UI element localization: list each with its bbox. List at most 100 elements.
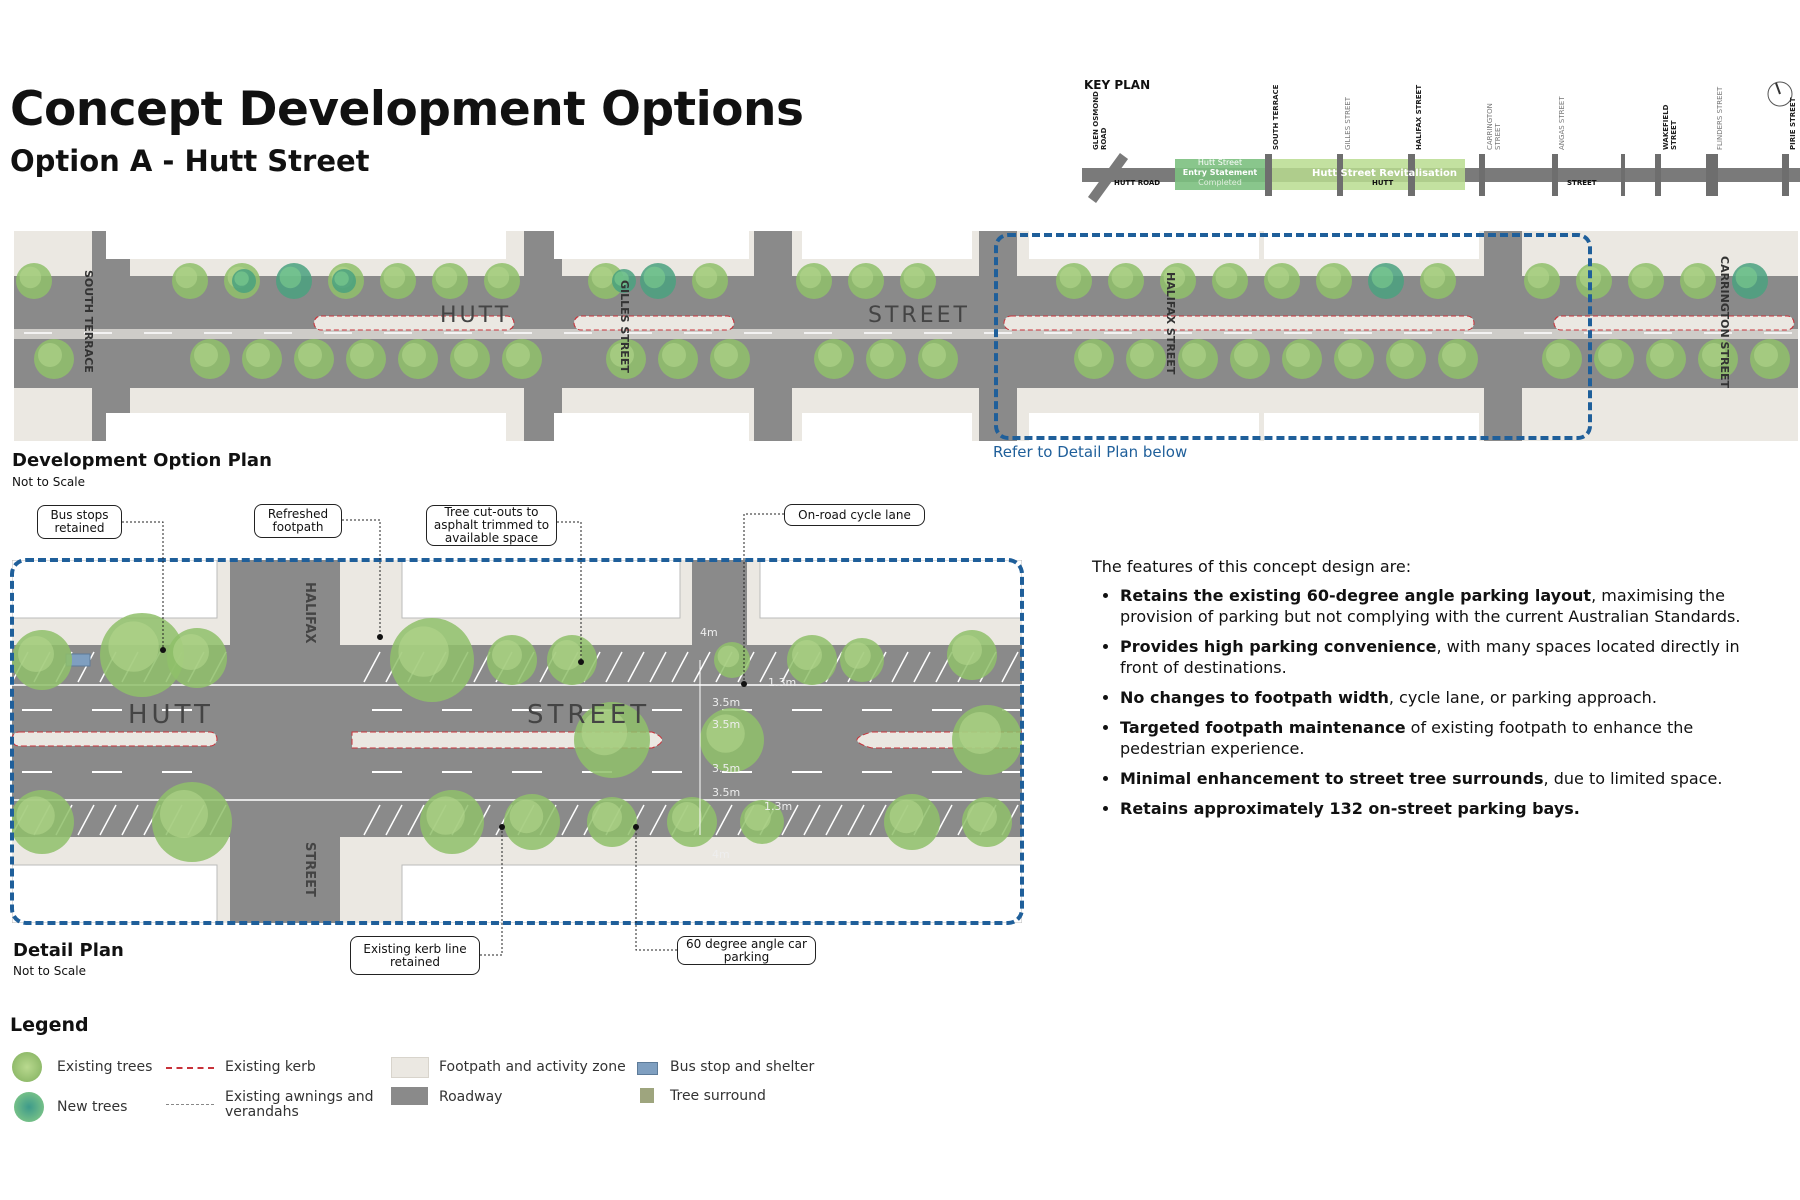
dimension-label: 4m: [712, 848, 730, 861]
feature-item: No changes to footpath width, cycle lane…: [1120, 687, 1782, 708]
tree-highlight: [38, 343, 62, 367]
building-block: [401, 864, 1022, 923]
parking-bay-line: [1001, 651, 1019, 683]
awning-line-icon: [166, 1104, 214, 1105]
tree-highlight: [799, 266, 822, 289]
tree-highlight: [643, 266, 666, 289]
north-arrow-icon: [1767, 81, 1793, 107]
building-block: [12, 560, 218, 619]
tree-highlight: [16, 796, 55, 835]
side-lane: [692, 560, 747, 645]
key-plan-street-label: PIRIE STREET: [1789, 97, 1797, 151]
median-island: [313, 315, 515, 331]
halifax-street: [230, 560, 340, 923]
parking-bay-line: [627, 651, 645, 683]
cross-street-ticks: [1265, 154, 1789, 196]
tree-highlight: [592, 802, 622, 832]
dimension-label: 3.5m: [712, 786, 741, 799]
footpath-swatch: [391, 1057, 429, 1078]
street-label-south-terrace: SOUTH TERRACE: [82, 270, 95, 373]
parking-bay-line: [825, 804, 843, 836]
median-island: [12, 731, 218, 747]
entry-label-3: Completed: [1198, 178, 1242, 187]
tree-highlight: [792, 640, 822, 670]
tree-highlight: [1423, 266, 1446, 289]
building-block: [802, 231, 972, 259]
tree-highlight: [18, 636, 54, 672]
tree-highlight: [851, 266, 874, 289]
legend-title: Legend: [10, 1014, 89, 1036]
key-plan-street-label: SOUTH TERRACE: [1272, 84, 1280, 150]
tree-highlight: [334, 271, 349, 286]
detail-area-marker[interactable]: [994, 233, 1592, 440]
dimension-label: 1.3m: [764, 800, 793, 813]
key-plan-street-label: WAKEFIELD STREET: [1662, 104, 1678, 150]
tree-highlight: [614, 271, 629, 286]
parking-bay-line: [715, 804, 733, 836]
parking-bay-line: [781, 804, 799, 836]
entry-label-2: Entry Statement: [1182, 168, 1258, 177]
parking-bay-line: [847, 804, 865, 836]
page-subtitle: Option A - Hutt Street: [10, 144, 370, 178]
street-label-carrington: CARRINGTON STREET: [1718, 256, 1731, 388]
tree-highlight: [383, 266, 406, 289]
tree-highlight: [435, 266, 458, 289]
parking-bay-line: [869, 804, 887, 836]
page-title: Concept Development Options: [10, 82, 804, 137]
tree-highlight: [1059, 266, 1082, 289]
tree-highlight: [1546, 343, 1570, 367]
feature-item: Retains approximately 132 on-street park…: [1120, 798, 1782, 819]
dimension-label: 1.3m: [768, 676, 797, 689]
tree-highlight: [1286, 343, 1310, 367]
tree-highlight: [492, 640, 522, 670]
tree-highlight: [717, 645, 740, 668]
legend-awnings: Existing awnings and verandahs: [225, 1089, 374, 1120]
tree-highlight: [672, 802, 702, 832]
parking-bay-line: [671, 651, 689, 683]
tree-surround-swatch: [640, 1088, 654, 1103]
parking-bay-line: [649, 651, 667, 683]
features-intro: The features of this concept design are:: [1092, 557, 1412, 576]
tree-highlight: [959, 712, 1001, 754]
tree-highlight: [952, 635, 982, 665]
tree-highlight: [581, 709, 628, 756]
tree-highlight: [1182, 343, 1206, 367]
median-island: [1553, 315, 1795, 331]
refer-note: Refer to Detail Plan below: [993, 443, 1188, 461]
tree-highlight: [194, 343, 218, 367]
features-list: Retains the existing 60-degree angle par…: [1092, 585, 1782, 819]
median-island: [1003, 315, 1475, 331]
tree-highlight: [1267, 266, 1290, 289]
entry-statement-zone: [1175, 159, 1265, 190]
building-block: [401, 560, 681, 619]
tree-highlight: [234, 271, 249, 286]
tree-highlight: [402, 343, 426, 367]
tree-highlight: [1215, 266, 1238, 289]
parking-bay-line: [385, 804, 403, 836]
callout-refreshed-footpath: Refreshed footpath: [254, 504, 342, 538]
development-plan-scale: Not to Scale: [12, 475, 85, 489]
tree-highlight: [662, 343, 686, 367]
callout-tree-cutouts: Tree cut-outs to asphalt trimmed to avai…: [426, 505, 557, 546]
building-block: [759, 560, 1022, 619]
tree-highlight: [1371, 266, 1394, 289]
tree-highlight: [1683, 266, 1706, 289]
building-block: [12, 864, 218, 923]
entry-label-1: Hutt Street: [1197, 158, 1243, 167]
tree-highlight: [19, 266, 42, 289]
tree-highlight: [744, 804, 771, 831]
tree-highlight: [1130, 343, 1154, 367]
building-block: [106, 231, 506, 259]
detail-street-label-street-2: STREET: [302, 842, 317, 897]
tree-highlight: [1754, 343, 1778, 367]
building-block: [554, 413, 749, 441]
road-label: HUTT: [1372, 179, 1394, 187]
tree-highlight: [279, 266, 302, 289]
tree-highlight: [1111, 266, 1134, 289]
callout-bus-stops: Bus stops retained: [37, 505, 122, 539]
parking-bay-line: [913, 651, 931, 683]
key-plan-label: KEY PLAN: [1084, 78, 1151, 92]
detail-street-label-street: STREET: [527, 700, 651, 730]
road-label: HUTT ROAD: [1114, 179, 1161, 187]
road-label: STREET: [1567, 179, 1597, 187]
